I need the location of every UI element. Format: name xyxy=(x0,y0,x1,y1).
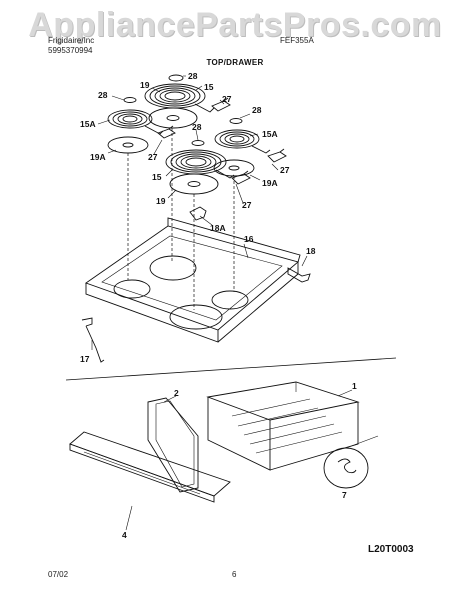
wire-17 xyxy=(81,317,105,363)
trim-ring-28-right xyxy=(229,118,243,124)
section-title: TOP/DRAWER xyxy=(206,58,264,67)
bracket-18A xyxy=(189,206,207,221)
drip-bowl-19-top xyxy=(148,107,198,129)
model-label: FEF355A xyxy=(280,36,314,45)
callout-15-front: 15 xyxy=(152,172,162,182)
revision-date: 07/02 xyxy=(48,570,69,579)
watermark: AppliancePartsPros.com xyxy=(28,6,442,44)
part-number-label: 5995370994 xyxy=(48,46,93,55)
clip-18 xyxy=(287,267,311,283)
trim-ring-28-left xyxy=(123,97,137,103)
cooktop-16 xyxy=(85,217,301,343)
page-number: 6 xyxy=(232,570,237,579)
receptacle-27-top xyxy=(211,97,231,112)
drip-bowl-19-front xyxy=(169,173,219,195)
callout-7: 7 xyxy=(342,490,347,500)
callout-27-top: 27 xyxy=(222,94,232,104)
alignment-lines xyxy=(127,128,235,310)
callout-28-top: 28 xyxy=(188,71,198,81)
diagram-code: L20T0003 xyxy=(368,544,414,555)
callout-19A-left: 19A xyxy=(90,152,106,162)
callout-28-center: 28 xyxy=(192,122,202,132)
section-divider xyxy=(65,357,397,381)
receptacle-27-left xyxy=(157,125,176,139)
surface-element-small-right xyxy=(214,129,271,154)
callout-19-top: 19 xyxy=(140,80,150,90)
callout-17: 17 xyxy=(80,354,90,364)
callout-27-right: 27 xyxy=(280,165,290,175)
callout-27-left: 27 xyxy=(148,152,158,162)
drawer-front-4 xyxy=(69,431,231,503)
drawer-liner-2 xyxy=(147,397,199,493)
callout-1: 1 xyxy=(352,381,357,391)
drawer-body-1 xyxy=(206,381,360,471)
surface-element-small-left xyxy=(107,109,164,135)
drip-bowl-19A-right xyxy=(213,159,255,177)
callout-27-front: 27 xyxy=(242,200,252,210)
detail-circle-7 xyxy=(323,435,379,489)
callout-18: 18 xyxy=(306,246,316,256)
receptacle-27-right xyxy=(267,148,287,163)
surface-element-large-front xyxy=(165,149,235,179)
trim-ring-28-center xyxy=(191,140,205,146)
callout-28-left: 28 xyxy=(98,90,108,100)
leader-lines xyxy=(91,75,353,531)
callout-2: 2 xyxy=(174,388,179,398)
callout-16: 16 xyxy=(244,234,254,244)
callout-15A-right: 15A xyxy=(262,129,278,139)
callout-labels: 28 19 15 28 27 15A 28 28 15A 27 19A 27 1… xyxy=(80,71,357,540)
callout-19-front: 19 xyxy=(156,196,166,206)
callout-4: 4 xyxy=(122,530,127,540)
callout-15A-left: 15A xyxy=(80,119,96,129)
trim-ring-28-top xyxy=(168,74,184,82)
callout-28-right: 28 xyxy=(252,105,262,115)
receptacle-27-front xyxy=(231,170,251,185)
callout-18A: 18A xyxy=(210,223,226,233)
brand-label: Frigidaire/Inc xyxy=(48,36,95,45)
callout-15-top: 15 xyxy=(204,82,214,92)
callout-19A-right: 19A xyxy=(262,178,278,188)
